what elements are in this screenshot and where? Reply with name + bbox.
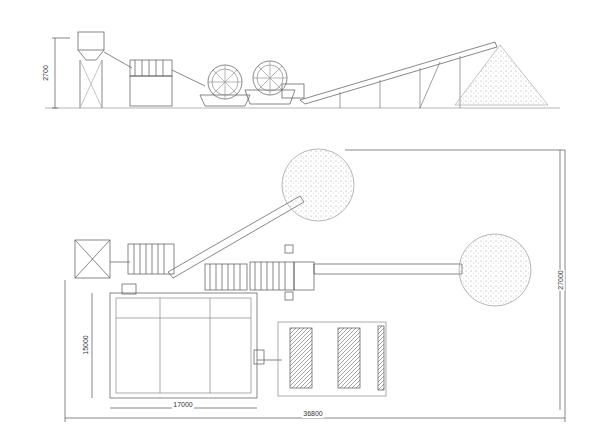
dimension-label: 36800 — [302, 410, 323, 418]
plan-view — [65, 149, 565, 422]
dimension-label: 17000 — [172, 401, 193, 409]
dimension-label: 27000 — [557, 269, 565, 290]
elevation-view — [45, 32, 560, 108]
dimension-label: 15000 — [82, 334, 90, 355]
dimension-label: 2700 — [42, 64, 50, 82]
